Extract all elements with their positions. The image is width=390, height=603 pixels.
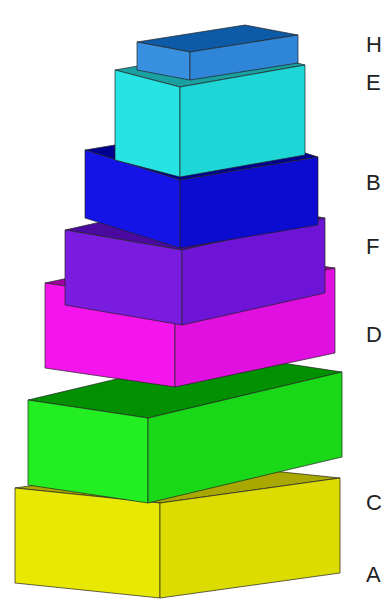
part-label: H — [366, 33, 382, 57]
part-label: E — [366, 71, 381, 95]
part-label: D — [366, 323, 382, 347]
part-label: C — [366, 491, 382, 515]
part-label: A — [366, 563, 381, 587]
part-label: B — [366, 171, 381, 195]
box-h — [137, 25, 298, 80]
part-label: F — [366, 235, 379, 259]
